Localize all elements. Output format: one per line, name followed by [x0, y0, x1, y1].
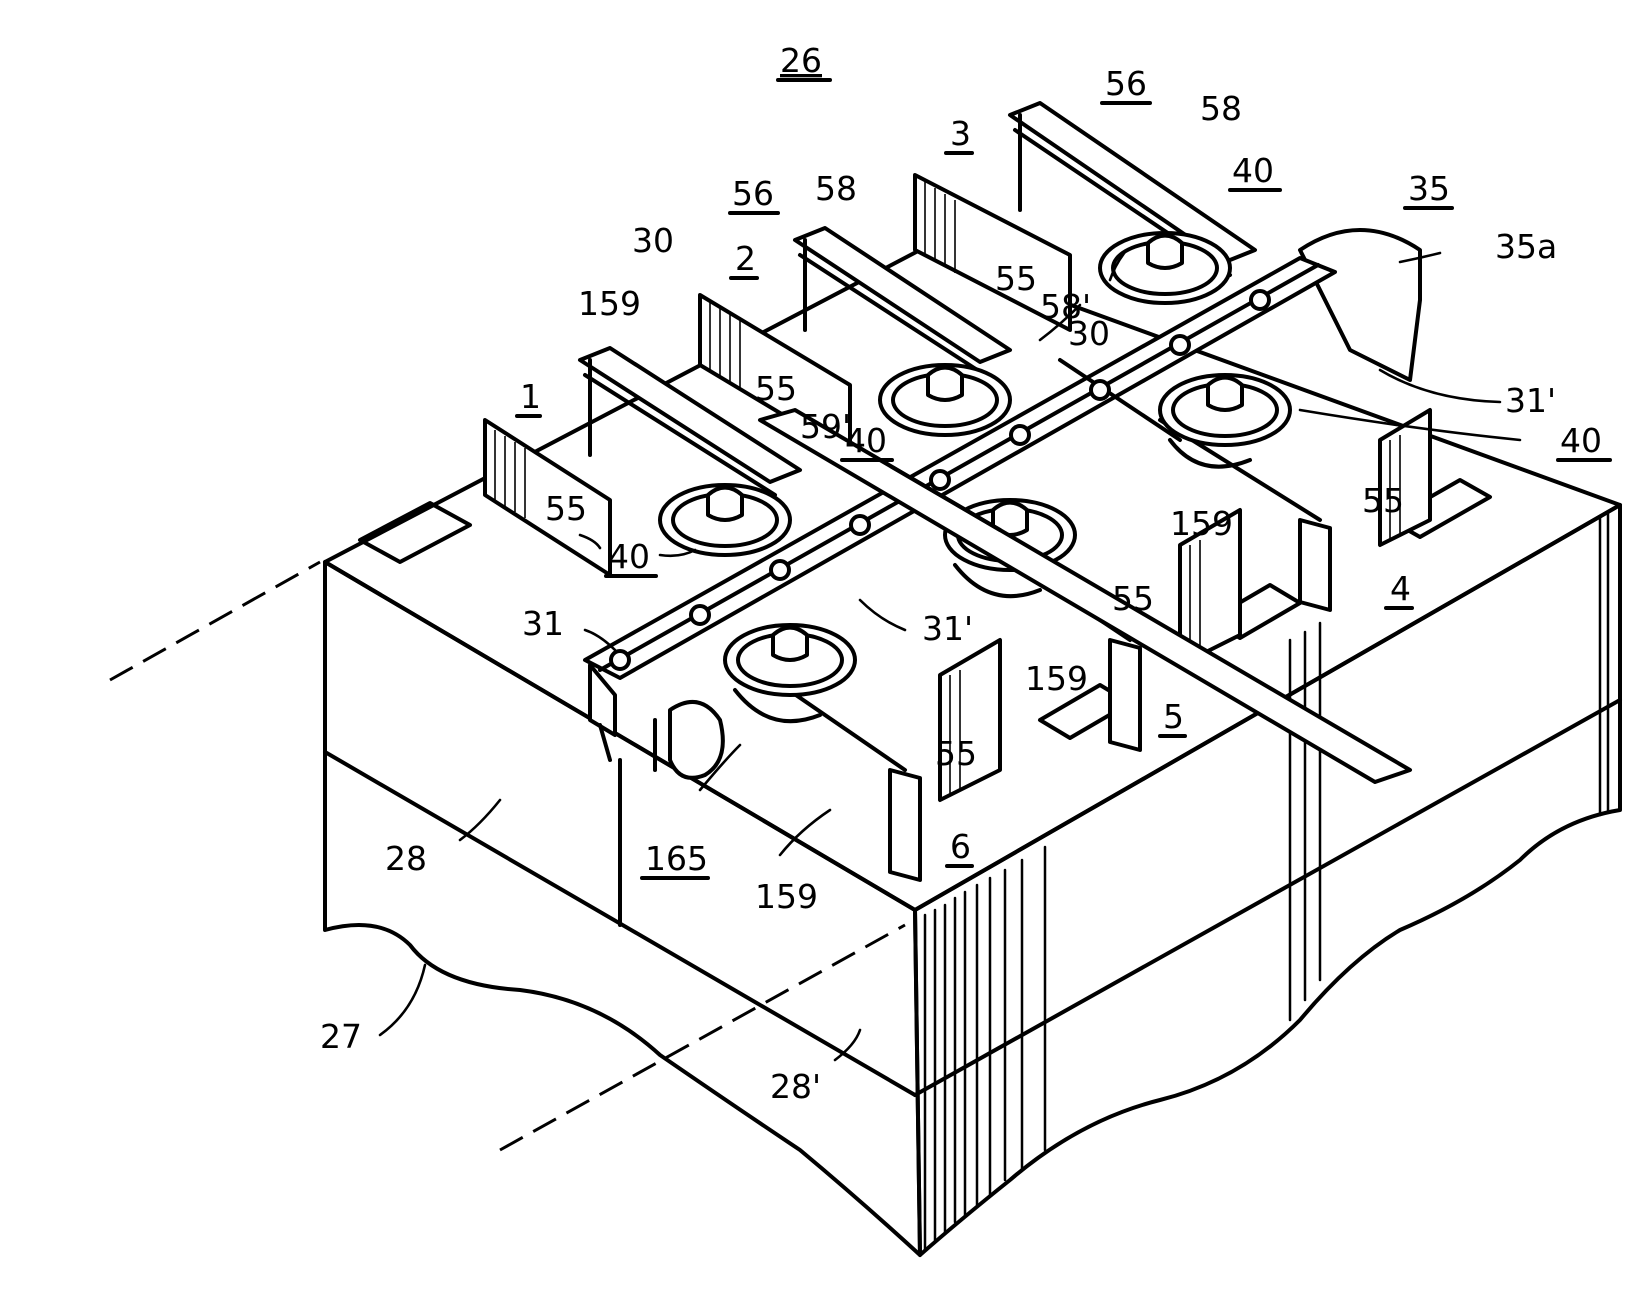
label-27: 27 — [320, 1017, 362, 1056]
label-3: 3 — [950, 114, 971, 153]
label-26: 26 — [780, 41, 822, 80]
cup-unit-2 — [880, 365, 1010, 435]
motor-35 — [1300, 230, 1420, 380]
label-31: 31 — [522, 604, 564, 643]
label-55-upper: 55 — [995, 259, 1037, 298]
label-56-mid: 56 — [732, 174, 774, 213]
label-31-prime-center: 31' — [922, 609, 973, 648]
label-159-upper: 159 — [578, 284, 641, 323]
label-58-upper: 58 — [1200, 89, 1242, 128]
label-1: 1 — [520, 377, 541, 416]
label-5: 5 — [1163, 697, 1184, 736]
label-159-right: 159 — [1170, 504, 1233, 543]
label-40-left: 40 — [608, 537, 650, 576]
reference-line-lower — [500, 925, 905, 1150]
label-40-mid: 40 — [845, 421, 887, 460]
label-159-center: 159 — [1025, 659, 1088, 698]
label-28-prime: 28' — [770, 1067, 821, 1106]
label-165: 165 — [645, 839, 708, 878]
label-58-mid: 58 — [815, 169, 857, 208]
label-55-mid: 55 — [755, 369, 797, 408]
label-4: 4 — [1390, 569, 1411, 608]
label-55-front: 55 — [935, 734, 977, 773]
label-55-right: 55 — [1362, 481, 1404, 520]
label-31-prime-right: 31' — [1505, 381, 1556, 420]
label-2: 2 — [735, 239, 756, 278]
reference-line-upper — [110, 562, 320, 680]
label-59-prime: 59' — [800, 407, 851, 446]
label-35: 35 — [1408, 169, 1450, 208]
label-28: 28 — [385, 839, 427, 878]
label-55-left: 55 — [545, 489, 587, 528]
label-35a: 35a — [1495, 227, 1557, 266]
label-30-left: 30 — [632, 221, 674, 260]
label-6: 6 — [950, 827, 971, 866]
label-159-front: 159 — [755, 877, 818, 916]
label-40-right: 40 — [1560, 421, 1602, 460]
label-30-right: 30 — [1068, 314, 1110, 353]
cup-unit-1 — [660, 485, 790, 555]
cup-unit-3 — [1100, 233, 1230, 303]
label-40-upper: 40 — [1232, 151, 1274, 190]
label-55-center: 55 — [1112, 579, 1154, 618]
label-56-upper: 56 — [1105, 64, 1147, 103]
